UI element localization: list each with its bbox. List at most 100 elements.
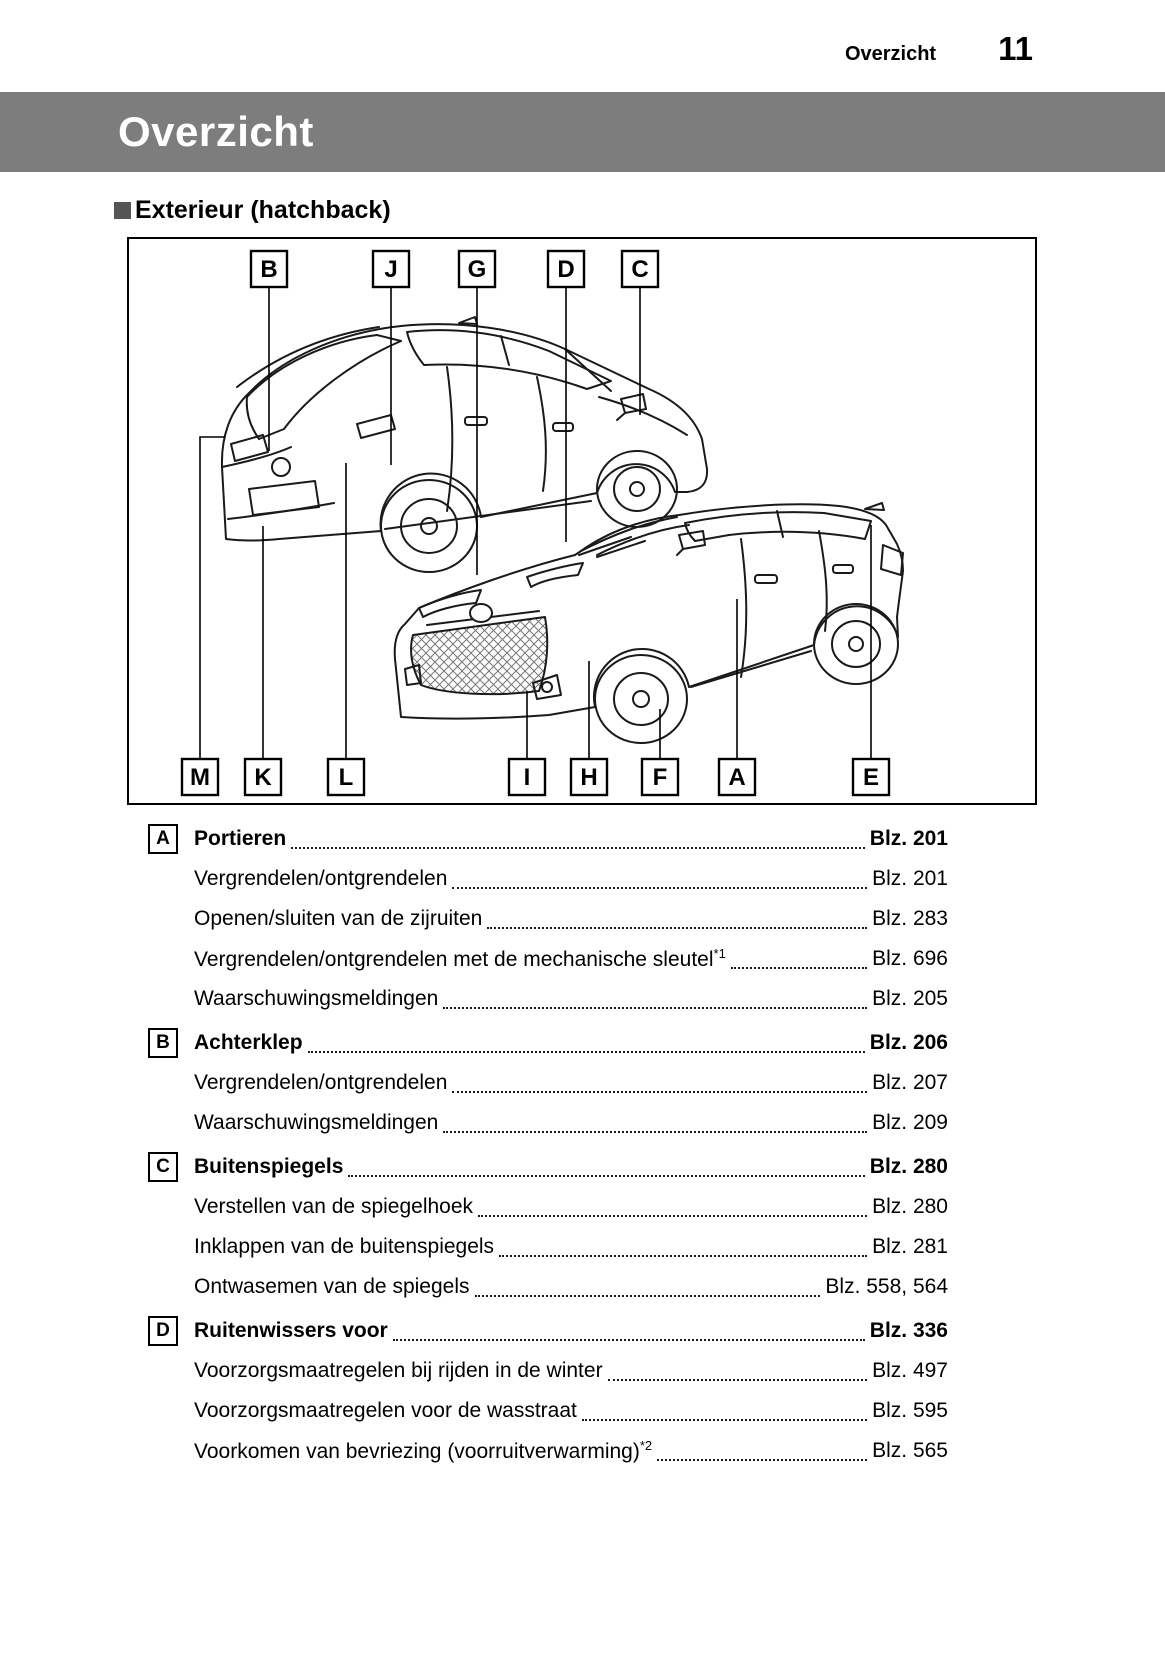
dot-leader	[478, 1215, 868, 1217]
callout-label-k: K	[243, 757, 283, 797]
page-reference: Blz. 595	[872, 1399, 948, 1422]
toc-item: Openen/sluiten van de zijruiten Blz. 283	[148, 899, 948, 939]
callout-label-l: L	[326, 757, 366, 797]
callout-labels: B J G D C	[180, 249, 891, 797]
dot-leader	[499, 1255, 868, 1257]
page-reference: Blz. 565	[872, 1439, 948, 1462]
dot-leader	[452, 1091, 868, 1093]
toc-item-label: Ontwasemen van de spiegels	[194, 1275, 470, 1298]
section-letter-badge: C	[148, 1152, 178, 1182]
callout-label-j: J	[371, 249, 411, 289]
callout-letter: G	[468, 256, 487, 283]
callout-letter: F	[653, 764, 668, 791]
footnote-marker: *1	[713, 946, 726, 961]
toc-item: Voorkomen van bevriezing (voorruitverwar…	[148, 1431, 948, 1471]
toc-item-label: Verstellen van de spiegelhoek	[194, 1195, 474, 1218]
toc-item-label: Vergrendelen/ontgrendelen met de mechani…	[194, 946, 726, 972]
callout-label-i: I	[507, 757, 547, 797]
page-reference: Blz. 283	[872, 907, 948, 930]
chapter-banner: Overzicht	[0, 92, 1165, 172]
callout-leader-lines	[199, 287, 872, 759]
toc-item: Verstellen van de spiegelhoek Blz. 280	[148, 1187, 948, 1227]
page-reference: Blz. 205	[872, 987, 948, 1010]
dot-leader	[474, 1295, 821, 1297]
toc-section-header-c: C Buitenspiegels Blz. 280	[148, 1147, 948, 1187]
toc-section-header-a: A Portieren Blz. 201	[148, 819, 948, 859]
section-letter-badge: D	[148, 1316, 178, 1346]
dot-leader	[581, 1419, 868, 1421]
section-heading: Exterieur (hatchback)	[114, 196, 1165, 225]
toc-item-label: Voorzorgsmaatregelen voor de wasstraat	[194, 1399, 577, 1422]
page-reference: Blz. 209	[872, 1111, 948, 1134]
page-reference: Blz. 336	[869, 1319, 948, 1342]
page-reference: Blz. 206	[869, 1031, 948, 1054]
dot-leader	[452, 887, 868, 889]
callout-label-e: E	[851, 757, 891, 797]
callout-letter: K	[254, 764, 272, 791]
callout-label-h: H	[569, 757, 609, 797]
dot-leader	[443, 1007, 868, 1009]
callout-label-d: D	[546, 249, 586, 289]
callout-letter: A	[728, 764, 745, 791]
chapter-title: Overzicht	[118, 108, 314, 155]
dot-leader	[487, 927, 868, 929]
exterior-diagram-box: B J G D C	[127, 237, 1037, 805]
toc-item: Voorzorgsmaatregelen voor de wasstraat B…	[148, 1391, 948, 1431]
toc-item: Ontwasemen van de spiegels Blz. 558, 564	[148, 1267, 948, 1307]
page-reference: Blz. 497	[872, 1359, 948, 1382]
toc-section-title: Portieren	[194, 827, 287, 850]
dot-leader	[392, 1339, 865, 1341]
dot-leader	[607, 1379, 868, 1381]
callout-letter: B	[260, 256, 277, 283]
dot-leader	[291, 847, 865, 849]
toc-item-text: Voorkomen van bevriezing (voorruitverwar…	[194, 1440, 640, 1463]
toc-section-header-b: B Achterklep Blz. 206	[148, 1023, 948, 1063]
callout-label-g: G	[457, 249, 497, 289]
section-letter-badge: B	[148, 1028, 178, 1058]
exterior-diagram: B J G D C	[180, 249, 904, 797]
callout-letter: C	[631, 256, 648, 283]
callout-letter: L	[339, 764, 354, 791]
page-reference: Blz. 201	[869, 827, 948, 850]
section-letter-badge: A	[148, 824, 178, 854]
dot-leader	[348, 1175, 865, 1177]
callout-label-a: A	[717, 757, 757, 797]
toc-item-label: Openen/sluiten van de zijruiten	[194, 907, 483, 930]
car-front-three-quarter-view	[393, 502, 904, 744]
page-reference: Blz. 281	[872, 1235, 948, 1258]
toc-item-label: Vergrendelen/ontgrendelen	[194, 867, 448, 890]
toc-item: Waarschuwingsmeldingen Blz. 205	[148, 979, 948, 1019]
page-header: Overzicht 11	[0, 0, 1165, 68]
toc-item-label: Vergrendelen/ontgrendelen	[194, 1071, 448, 1094]
dot-leader	[443, 1131, 868, 1133]
toc-item: Waarschuwingsmeldingen Blz. 209	[148, 1103, 948, 1143]
page-reference: Blz. 696	[872, 947, 948, 970]
callout-letter: H	[580, 764, 597, 791]
callout-label-c: C	[620, 249, 660, 289]
toc-item: Vergrendelen/ontgrendelen Blz. 201	[148, 859, 948, 899]
toc-item-label: Voorzorgsmaatregelen bij rijden in de wi…	[194, 1359, 603, 1382]
toc-item-label: Waarschuwingsmeldingen	[194, 1111, 439, 1134]
car-rear-three-quarter-view	[220, 316, 709, 573]
toc-item: Inklappen van de buitenspiegels Blz. 281	[148, 1227, 948, 1267]
toc-item-label: Waarschuwingsmeldingen	[194, 987, 439, 1010]
page-reference: Blz. 558, 564	[825, 1275, 948, 1298]
page-reference: Blz. 201	[872, 867, 948, 890]
toc-item: Voorzorgsmaatregelen bij rijden in de wi…	[148, 1351, 948, 1391]
page-reference: Blz. 280	[869, 1155, 948, 1178]
running-header-title: Overzicht	[844, 43, 937, 65]
toc-section-title: Achterklep	[194, 1031, 303, 1054]
toc-item: Vergrendelen/ontgrendelen met de mechani…	[148, 939, 948, 979]
footnote-marker: *2	[639, 1438, 653, 1453]
table-of-contents: A Portieren Blz. 201 Vergrendelen/ontgre…	[148, 819, 948, 1471]
callout-letter: J	[384, 256, 397, 283]
callout-label-m: M	[180, 757, 220, 797]
callout-letter: I	[524, 764, 531, 791]
section-title: Exterieur (hatchback)	[135, 196, 391, 224]
callout-letter: D	[557, 256, 574, 283]
toc-section-header-d: D Ruitenwissers voor Blz. 336	[148, 1311, 948, 1351]
toc-section-title: Buitenspiegels	[194, 1155, 344, 1178]
toc-section-title: Ruitenwissers voor	[194, 1319, 388, 1342]
callout-label-f: F	[640, 757, 680, 797]
